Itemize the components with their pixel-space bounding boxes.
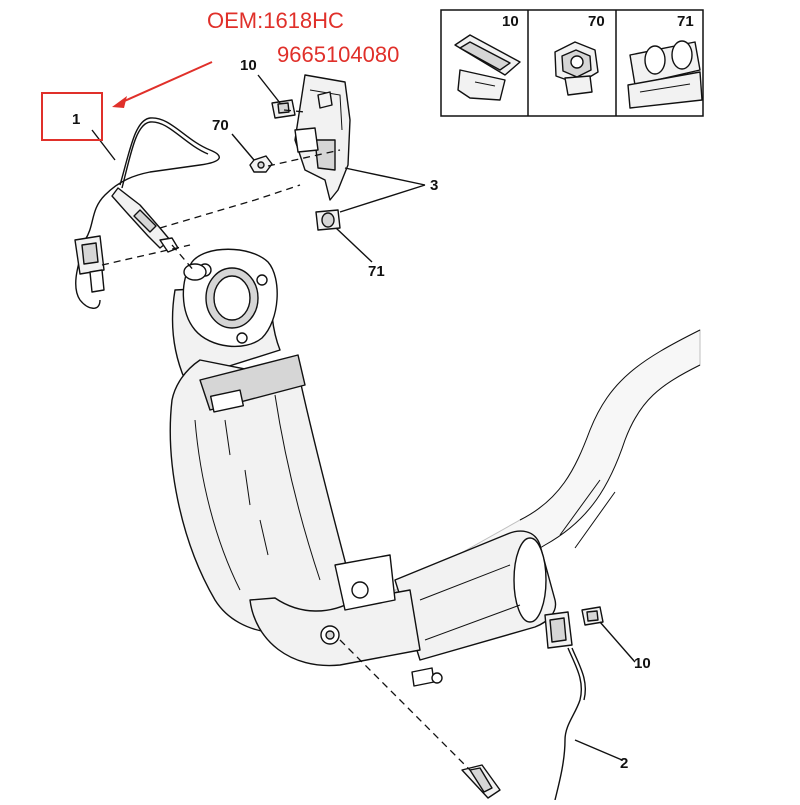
assembly-dashed-lines [101,109,471,771]
nut-70-detail-icon [554,41,599,96]
callout-70: 70 [212,117,229,134]
exhaust-pipe-rear [394,329,701,621]
clip-part-71 [315,209,341,231]
highlight-arrow [119,61,213,104]
callout-10-top: 10 [240,57,257,74]
oxygen-sensor-downstream [461,606,604,801]
oem-code-line2: 9665104080 [277,42,399,67]
legend-label-71: 71 [677,13,694,30]
callout-1: 1 [72,111,80,128]
middle-pipe [394,530,557,661]
heat-shield-bracket [294,74,351,201]
manifold-flange [182,248,278,348]
legend-cell-10: 10 [454,13,521,101]
callout-3: 3 [430,177,438,194]
callout-labels: 1 10 70 3 71 10 2 [72,57,651,772]
legend-label-70: 70 [588,13,605,30]
parts-legend: 10 70 71 [440,9,704,117]
catalytic-converter [169,284,443,687]
callout-2: 2 [620,755,628,772]
oem-highlight: OEM:1618HC 9665104080 [41,8,399,141]
nut-part-70 [249,155,273,173]
oem-code-line1: OEM:1618HC [207,8,344,33]
part-1-highlight-box [41,92,103,141]
callout-10-bottom: 10 [634,655,651,672]
clip-part-10-top [271,99,296,119]
highlight-arrowhead [112,96,127,108]
legend-cell-71: 71 [627,13,703,109]
leader-lines [91,74,636,761]
legend-cell-70: 70 [554,13,605,96]
clip-71-detail-icon [627,40,703,109]
callout-71: 71 [368,263,385,280]
legend-label-10: 10 [502,13,519,30]
clip-10-detail-icon [454,34,521,101]
